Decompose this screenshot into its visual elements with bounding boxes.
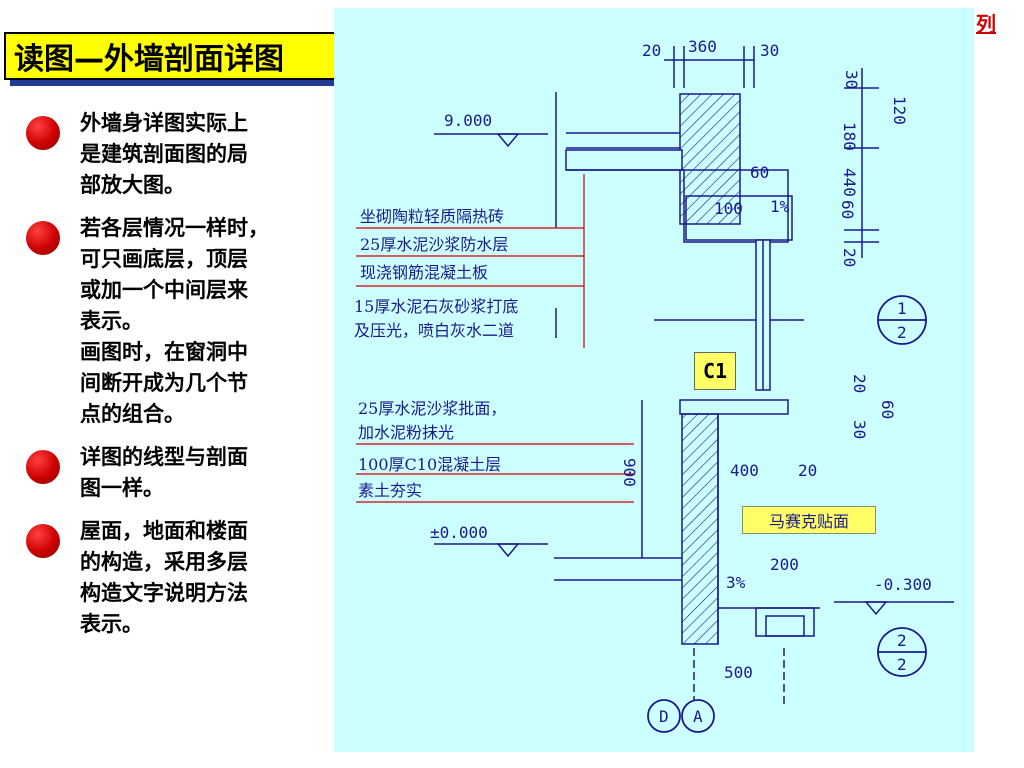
dim-label: 200 [770, 555, 799, 574]
bullet-line: 或加一个中间层来 [80, 278, 248, 302]
section-number: 1 [897, 299, 907, 318]
bullet-line: 外墙身详图实际上 [80, 111, 248, 135]
bullet-line: 屋面，地面和楼面 [80, 519, 248, 543]
dim-label: 20 [850, 374, 869, 393]
bullet-dot-icon [26, 116, 60, 150]
dim-label: 100 [714, 199, 743, 218]
bullet-line: 点的组合。 [80, 402, 185, 426]
dim-label: 120 [890, 96, 909, 125]
dim-label: 30 [850, 420, 869, 439]
note-text: 25厚水泥沙浆批面， [358, 399, 506, 418]
window-label: C1 [694, 352, 736, 390]
bullet-dot-icon [26, 221, 60, 255]
elevation-label: 9.000 [444, 111, 492, 130]
dim-label: 30 [760, 41, 779, 60]
dim-label: 900 [620, 458, 639, 487]
slide-title-box: 读图—外墙剖面详图 [4, 32, 374, 80]
slope-label: 1% [770, 197, 790, 216]
note-text: 100厚C10混凝土层 [358, 455, 501, 474]
dim-label: 400 [730, 461, 759, 480]
elevation-label: ±0.000 [430, 523, 488, 542]
bullet-line: 的构造，采用多层 [80, 550, 248, 574]
wall-section-drawing: 20 360 30 30 120 180 440 60 20 60 100 1%… [334, 8, 974, 752]
dim-label: 440 [840, 168, 859, 197]
nav-link[interactable]: 列 [976, 12, 996, 36]
note-text: 25厚水泥沙浆防水层 [360, 235, 508, 254]
section-sheet: 2 [897, 323, 907, 342]
dim-label: 60 [750, 163, 769, 182]
dim-label: 360 [688, 37, 717, 56]
bullet-line: 图一样。 [80, 476, 164, 500]
bullet-dot-icon [26, 524, 60, 558]
bullet-line: 部放大图。 [80, 173, 185, 197]
mosaic-label: 马赛克贴面 [742, 506, 876, 534]
bullet-line: 若各层情况一样时， [80, 216, 269, 240]
bullet-line: 是建筑剖面图的局 [80, 142, 248, 166]
section-sheet: 2 [897, 655, 907, 674]
bullet-list: 外墙身详图实际上 是建筑剖面图的局 部放大图。 若各层情况一样时， 可只画底层，… [26, 108, 326, 652]
bullet-dot-icon [26, 450, 60, 484]
note-text: 坐砌陶粒轻质隔热砖 [360, 207, 504, 226]
dim-label: 60 [878, 400, 897, 419]
section-number: 2 [897, 631, 907, 650]
bullet-line: 表示。 [80, 612, 143, 636]
dim-label: 180 [840, 122, 859, 151]
dim-label: 60 [838, 200, 857, 219]
note-text: 现浇钢筋混凝土板 [360, 263, 488, 282]
bullet-line: 画图时，在窗洞中 [80, 340, 248, 364]
bullet-item: 屋面，地面和楼面 的构造，采用多层 构造文字说明方法 表示。 [26, 516, 326, 640]
note-text: 素土夯实 [358, 481, 422, 500]
note-text: 加水泥粉抹光 [358, 423, 454, 442]
axis-label: D [659, 707, 669, 726]
dim-label: 500 [724, 663, 753, 682]
bullet-item: 若各层情况一样时， 可只画底层，顶层 或加一个中间层来 表示。 画图时，在窗洞中… [26, 213, 326, 430]
bullet-item: 详图的线型与剖面 图一样。 [26, 442, 326, 504]
bullet-line: 构造文字说明方法 [80, 581, 248, 605]
section-svg: 20 360 30 30 120 180 440 60 20 60 100 1%… [354, 37, 954, 733]
slide-title: 读图—外墙剖面详图 [14, 42, 284, 77]
bullet-line: 表示。 [80, 309, 143, 333]
dim-label: 30 [842, 70, 861, 89]
bullet-line: 详图的线型与剖面 [80, 445, 248, 469]
bullet-line: 间断开成为几个节 [80, 371, 248, 395]
bullet-line: 可只画底层，顶层 [80, 247, 248, 271]
axis-label: A [693, 707, 703, 726]
dim-label: 20 [798, 461, 817, 480]
dim-label: 20 [642, 41, 661, 60]
slope-label: 3% [726, 573, 746, 592]
dim-label: 20 [840, 248, 859, 267]
bullet-item: 外墙身详图实际上 是建筑剖面图的局 部放大图。 [26, 108, 326, 201]
note-text: 及压光，喷白灰水二道 [354, 321, 514, 340]
note-text: 15厚水泥石灰砂浆打底 [354, 297, 518, 316]
elevation-label: -0.300 [874, 575, 932, 594]
